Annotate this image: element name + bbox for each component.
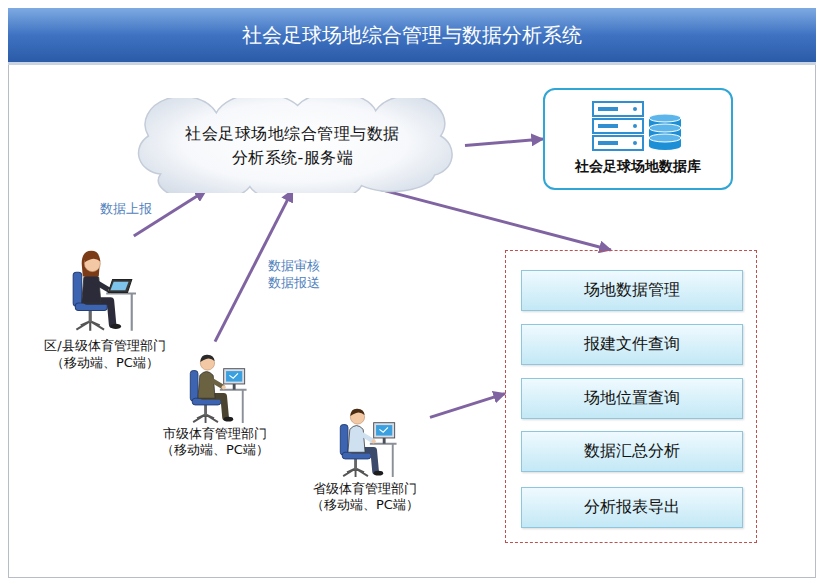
- department-name: 省级体育管理部门: [300, 481, 430, 497]
- department-name: 区/县级体育管理部门: [25, 338, 185, 354]
- server-unit: [593, 136, 643, 150]
- person-hand: [222, 385, 226, 389]
- server-unit: [593, 102, 643, 116]
- laptop-display: [110, 282, 128, 291]
- edge-label: 数据审核 数据报送: [266, 256, 326, 292]
- person-torso: [198, 372, 215, 399]
- device-note: （移动端、PC端）: [300, 497, 430, 513]
- flow-arrow: [430, 394, 505, 418]
- chair-back: [73, 272, 82, 306]
- person-hair: [350, 409, 364, 416]
- chair-base: [343, 468, 368, 477]
- chair-back: [340, 425, 348, 456]
- device-note: （移动端、PC端）: [25, 355, 185, 371]
- cloud-label-lines: 社会足球场地综合管理与数据 分析系统-服务端: [184, 122, 402, 168]
- function-box: 报建文件查询: [521, 324, 743, 365]
- title-text: 社会足球场地综合管理与数据分析系统: [8, 8, 816, 62]
- person-shoe: [374, 471, 384, 476]
- chair-base: [193, 414, 218, 423]
- monitor-stand: [383, 438, 386, 444]
- server-light: [633, 107, 637, 111]
- user-node: 区/县级体育管理部门（移动端、PC端）: [25, 236, 185, 376]
- monitor-frame: [374, 423, 395, 438]
- person-hair: [84, 255, 100, 263]
- node-label: 场地位置查询: [584, 388, 680, 409]
- node-label: 场地数据管理: [584, 280, 680, 301]
- edge-label: 数据上报: [98, 199, 154, 218]
- person-hand: [372, 439, 376, 443]
- server-cloud: 社会足球场地综合管理与数据 分析系统-服务端: [120, 98, 465, 193]
- person-arm: [93, 281, 109, 291]
- node-label: 社会足球场地综合管理与数据 分析系统-服务端: [120, 98, 465, 193]
- chair-base: [76, 321, 104, 331]
- server-slot: [598, 141, 618, 145]
- server-light: [633, 124, 637, 128]
- database-box: 社会足球场地数据库: [543, 88, 733, 190]
- disk-top: [649, 114, 681, 122]
- server-slot: [598, 107, 618, 111]
- person-head: [200, 356, 214, 370]
- function-box: 分析报表导出: [521, 487, 743, 528]
- laptop-screen: [108, 280, 131, 293]
- node-label: 社会足球场地数据库: [545, 158, 731, 176]
- function-box: 场地位置查询: [521, 378, 743, 419]
- outer-frame: [9, 9, 816, 578]
- server-light: [633, 141, 637, 145]
- monitor-picture: [229, 373, 238, 378]
- person-hair-long: [82, 251, 100, 277]
- person-legs: [353, 450, 376, 471]
- user-node: 市级体育管理部门（移动端、PC端）: [150, 338, 280, 460]
- function-box: 场地数据管理: [521, 270, 743, 311]
- monitor-stand: [233, 384, 236, 390]
- monitor-picture: [379, 427, 388, 432]
- title-shadow: [8, 62, 816, 65]
- function-box: 数据汇总分析: [521, 431, 743, 472]
- flow-arrow: [465, 139, 543, 146]
- person-head: [350, 410, 364, 424]
- person-torso: [82, 273, 101, 303]
- flow-arrow: [368, 186, 610, 250]
- title-bar: [8, 8, 816, 62]
- person-arm: [208, 378, 222, 387]
- node-label: 数据汇总分析: [584, 441, 680, 462]
- person-hair: [200, 355, 214, 362]
- server-unit: [593, 119, 643, 133]
- cloud-outline: [139, 98, 453, 193]
- user-node: 省级体育管理部门（移动端、PC端）: [300, 393, 430, 515]
- person-figure: [334, 396, 400, 478]
- node-label: 报建文件查询: [584, 334, 680, 355]
- cloud-shape: [120, 98, 465, 193]
- monitor-frame: [224, 369, 245, 384]
- device-note: （移动端、PC端）: [150, 442, 280, 458]
- monitor-screen: [226, 371, 242, 381]
- person-torso: [348, 426, 365, 453]
- person-shoe: [110, 324, 121, 329]
- node-label: 分析报表导出: [584, 497, 680, 518]
- chair-back: [190, 371, 198, 402]
- person-legs: [87, 301, 113, 324]
- monitor-screen: [376, 425, 392, 435]
- department-name: 市级体育管理部门: [150, 426, 280, 442]
- person-legs: [203, 396, 226, 417]
- disk-top: [649, 124, 681, 132]
- server-slot: [598, 124, 618, 128]
- database-icon: [583, 100, 693, 156]
- person-figure: [70, 240, 136, 332]
- disk-top: [649, 134, 681, 142]
- person-shoe: [224, 417, 234, 422]
- function-group: 场地数据管理报建文件查询场地位置查询数据汇总分析分析报表导出: [505, 250, 757, 543]
- person-arm: [358, 432, 372, 441]
- person-figure: [186, 342, 248, 424]
